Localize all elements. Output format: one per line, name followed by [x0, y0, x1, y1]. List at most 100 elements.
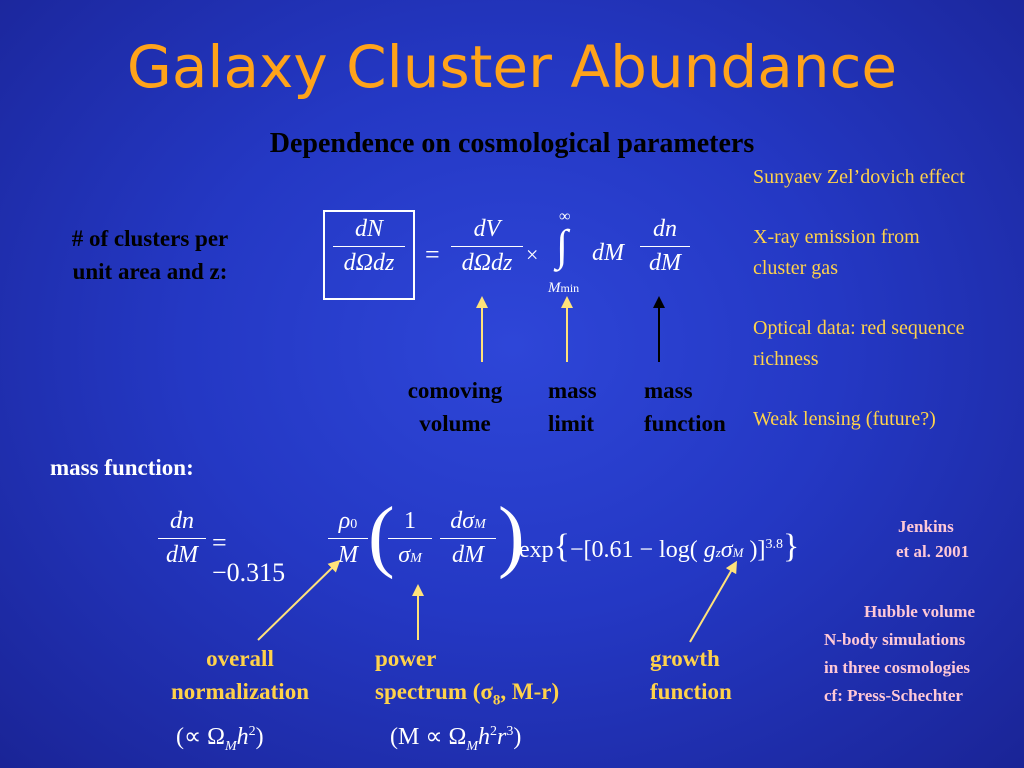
note-hubble: Hubble volume [864, 602, 975, 621]
exp-word: exp [519, 537, 554, 563]
label-overall-normalization: overall normalization [150, 642, 330, 708]
dsigma-sub: M [474, 517, 486, 532]
one-num: 1 [404, 508, 416, 534]
sigma-symbol: σ [398, 542, 411, 568]
scaling2-sub: M [466, 738, 478, 754]
paren-open: ( [368, 492, 395, 580]
volume-num: dV [473, 216, 501, 242]
integral-lower-sub: min [560, 281, 580, 295]
label-growth: growth [650, 646, 720, 671]
citation: Jenkins et al. 2001 [896, 514, 969, 564]
arrow-overall-normalization [257, 559, 341, 641]
mf-bar [640, 246, 690, 247]
label-mass-function: mass function [644, 374, 726, 440]
volume-bar [451, 246, 523, 247]
dsigma-symbol: dσ [450, 508, 475, 534]
dsigma-den: dM [452, 542, 484, 568]
eq2-lhs-num: dn [170, 508, 194, 534]
rho-den: M [338, 542, 358, 568]
observable-xray-1: X-ray emission from [753, 226, 920, 248]
integral-lower: Mmin [548, 280, 579, 297]
paren-close: ) [498, 492, 525, 580]
observable-optical-1: Optical data: red sequence [753, 317, 965, 339]
observable-xray-2: cluster gas [753, 257, 838, 279]
sigma-den: σM [388, 542, 432, 569]
label-normalization: normalization [171, 679, 309, 704]
label-power-spectrum: power spectrum (σ8, M-r) [375, 642, 559, 718]
brace-open: { [553, 528, 570, 565]
citation-year: et al. 2001 [896, 542, 970, 561]
lhs-bar [333, 246, 405, 247]
eq1-times: × [526, 242, 539, 267]
sig-symbol: σ [720, 537, 733, 563]
clusters-label-line1: # of clusters per [71, 226, 229, 251]
label-power: power [375, 646, 437, 671]
observable-sz: Sunyaev Zel’dovich effect [753, 166, 965, 188]
dsigma-num: dσM [440, 508, 496, 535]
label-overall: overall [206, 646, 274, 671]
rho-num: ρ0 [328, 508, 368, 535]
label-volume: volume [419, 411, 491, 436]
note-press-schechter: cf: Press-Schechter [824, 686, 963, 705]
integral-upper: ∞ [559, 208, 571, 225]
rho-symbol: ρ [338, 508, 351, 534]
lhs-fraction: dN dΩdz [333, 216, 405, 277]
label-comoving: comoving [407, 378, 503, 403]
eq2-coefficient: = −0.315 [212, 528, 286, 587]
mf-num: dn [653, 216, 677, 242]
exp-inner-a: −[0.61 − log( [569, 537, 698, 563]
lhs-num: dN [354, 216, 383, 242]
scaling1-sub: M [224, 738, 237, 754]
eq2-lhs-den: dM [166, 542, 198, 568]
slide-title: Galaxy Cluster Abundance [126, 33, 898, 101]
clusters-label: # of clusters per unit area and z: [50, 222, 250, 288]
scaling1-close: ) [255, 724, 264, 750]
integral-lower-m: M [548, 280, 561, 296]
scaling2-sup: 2 [489, 724, 497, 739]
mass-function-fraction: dn dM [640, 216, 690, 277]
scaling-normalization: (∝ ΩMh2) [176, 722, 264, 755]
arrow-growth-function [689, 560, 738, 643]
label-spectrum-b: , M-r) [500, 679, 560, 704]
label-growth-function: growth function [650, 642, 732, 708]
simulation-notes: Hubble volume N-body simulations in thre… [824, 598, 975, 710]
label-function-2: function [650, 679, 732, 704]
boxed-lhs [323, 210, 415, 300]
eq1-equals: = [425, 240, 440, 269]
rho-fraction: ρ0 M [328, 508, 368, 569]
scaling1-open: (∝ Ω [176, 724, 225, 750]
label-mass-2: mass [644, 378, 693, 403]
scaling2-h: h [477, 724, 490, 750]
observable-lensing: Weak lensing (future?) [753, 408, 936, 430]
exp-term: exp{−[0.61 − log( gzσM )]3.8} [519, 528, 799, 566]
scaling1-h: h [236, 724, 249, 750]
note-nbody: N-body simulations [824, 630, 966, 649]
label-spectrum-a: spectrum (σ [375, 679, 493, 704]
brace-close: } [782, 528, 800, 565]
integral-sign: ∫ [556, 221, 569, 270]
scaling2-open: (M ∝ Ω [390, 724, 467, 750]
inv-sigma-bar [388, 538, 432, 539]
label-sigma8-sub: 8 [492, 692, 501, 709]
exp-inner-b: )] [749, 537, 766, 563]
volume-fraction: dV dΩdz [451, 216, 523, 277]
sigma-sub: M [410, 551, 422, 566]
slide-subtitle: Dependence on cosmological parameters [269, 128, 755, 159]
label-spectrum: spectrum (σ8, M-r) [375, 675, 559, 718]
g-symbol: g [703, 537, 716, 563]
scaling2-rsup: 3 [506, 724, 514, 739]
lhs-den: dΩdz [343, 250, 395, 276]
volume-den: dΩdz [461, 250, 513, 276]
rho-sub: 0 [350, 517, 358, 532]
dsigma-fraction: dσM dM [440, 508, 496, 569]
clusters-label-line2: unit area and z: [72, 259, 228, 284]
label-function: function [644, 411, 726, 436]
inverse-sigma-fraction: 1 σM [388, 508, 432, 569]
label-mass-1: mass [548, 378, 597, 403]
label-limit: limit [548, 411, 594, 436]
exp-power: 3.8 [765, 537, 783, 552]
observables-list: Sunyaev Zel’dovich effect X-ray emission… [753, 162, 1024, 435]
g-sub: z [715, 545, 721, 560]
citation-author: Jenkins [898, 517, 954, 536]
